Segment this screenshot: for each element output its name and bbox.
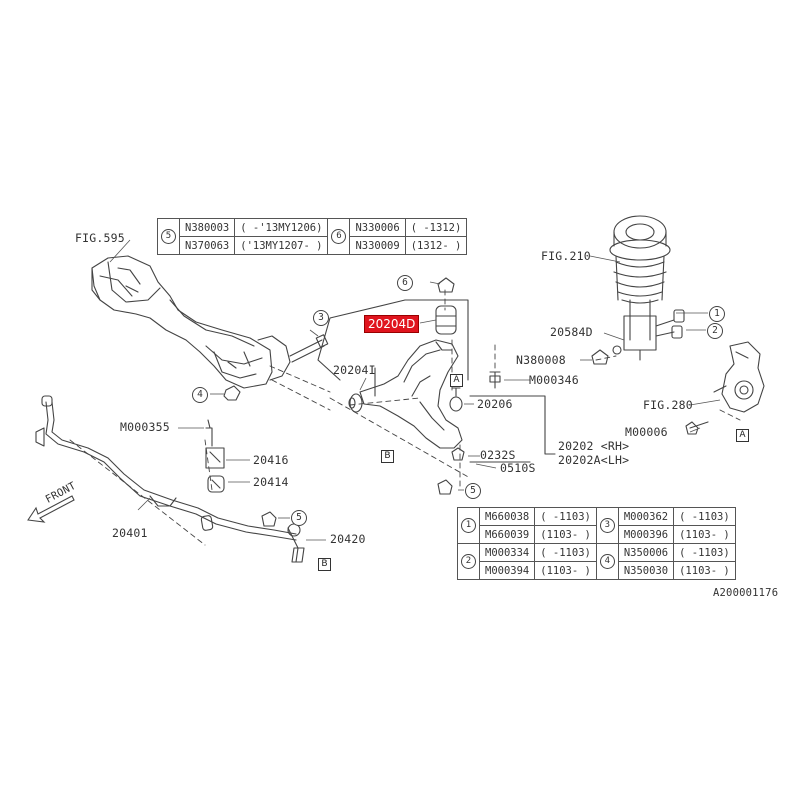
table-cell[interactable]: M000334: [478, 543, 536, 562]
table-cell[interactable]: N370063: [178, 236, 236, 255]
table-callout-5: 5: [161, 229, 176, 244]
label-N380008[interactable]: N380008: [516, 353, 566, 367]
table-cell[interactable]: M000396: [617, 525, 675, 544]
table-cell: (1312- ): [404, 236, 468, 255]
table-row: 2 M000334 ( -1103) 4 N350006 ( -1103): [457, 543, 736, 580]
table-callout-1: 1: [461, 518, 476, 533]
label-20204I[interactable]: 20204I: [333, 363, 376, 377]
label-fig210[interactable]: FIG.210: [541, 249, 591, 263]
callout-4[interactable]: 4: [192, 387, 208, 403]
table-bottom-supersession: 1 M660038 ( -1103) 3 M000362 ( -1103) M6…: [457, 507, 736, 580]
label-M00006[interactable]: M00006: [625, 425, 668, 439]
table-cell: (1103- ): [534, 561, 597, 580]
table-cell[interactable]: M660038: [478, 507, 536, 526]
label-fig595[interactable]: FIG.595: [75, 231, 125, 245]
control-arm-drawing: [348, 339, 463, 449]
table-row: 1 M660038 ( -1103) 3 M000362 ( -1103): [457, 507, 736, 544]
table-callout-3: 3: [599, 518, 615, 533]
table-cell: ( -1312): [404, 218, 468, 237]
ref-box-b-link: B: [318, 558, 331, 571]
ref-box-a-knuckle: A: [736, 429, 749, 442]
label-20206[interactable]: 20206: [477, 397, 513, 411]
table-cell: ( -1103): [673, 543, 736, 562]
label-20584D[interactable]: 20584D: [550, 325, 593, 339]
table-callout-2: 2: [461, 554, 476, 569]
table-cell: (1103- ): [534, 525, 597, 544]
label-20202A-lh[interactable]: 20202A<LH>: [558, 453, 630, 467]
label-20416[interactable]: 20416: [253, 453, 289, 467]
catalog-id: A200001176: [713, 587, 779, 599]
front-arrow: [27, 495, 75, 523]
label-0510S[interactable]: 0510S: [500, 461, 536, 475]
table-cell: ( -'13MY1206): [234, 218, 329, 237]
table-cell[interactable]: M660039: [478, 525, 536, 544]
strut-drawing: [591, 215, 685, 365]
callout-6[interactable]: 6: [397, 275, 413, 291]
callout-3[interactable]: 3: [313, 310, 329, 326]
table-cell[interactable]: N350006: [617, 543, 675, 562]
ref-box-b-arm: B: [381, 450, 394, 463]
table-row: M660039 (1103- ) M000396 (1103- ): [458, 525, 736, 544]
label-M000355[interactable]: M000355: [120, 420, 170, 434]
knuckle-drawing: [685, 341, 765, 435]
label-20420[interactable]: 20420: [330, 532, 366, 546]
table-cell[interactable]: N350030: [617, 561, 675, 580]
label-M000346[interactable]: M000346: [529, 373, 579, 387]
table-top-supersession: 5 N380003 ( -'13MY1206) 6 N330006 ( -131…: [157, 218, 468, 255]
table-row: N370063 ('13MY1207- ) N330009 (1312- ): [158, 236, 468, 255]
table-cell[interactable]: N330009: [349, 236, 406, 255]
label-fig280[interactable]: FIG.280: [643, 398, 693, 412]
table-callout-6: 6: [331, 229, 347, 244]
table-cell: (1103- ): [673, 561, 736, 580]
callout-5-link[interactable]: 5: [291, 510, 307, 526]
table-cell: ( -1103): [534, 507, 597, 526]
ref-box-a-arm: A: [450, 374, 463, 387]
table-cell[interactable]: M000362: [617, 507, 675, 526]
table-row: 5 N380003 ( -'13MY1206) 6 N330006 ( -131…: [157, 218, 468, 255]
callout-2[interactable]: 2: [707, 323, 723, 339]
callout-1[interactable]: 1: [709, 306, 725, 322]
table-cell: ( -1103): [534, 543, 597, 562]
table-cell: (1103- ): [673, 525, 736, 544]
table-row: M000394 (1103- ) N350030 (1103- ): [458, 561, 736, 580]
label-0232S[interactable]: 0232S: [480, 448, 516, 462]
table-cell[interactable]: N380003: [178, 218, 236, 237]
table-cell[interactable]: M000394: [478, 561, 536, 580]
table-cell: ( -1103): [673, 507, 736, 526]
table-cell: ('13MY1207- ): [234, 236, 329, 255]
label-20414[interactable]: 20414: [253, 475, 289, 489]
table-cell[interactable]: N330006: [349, 218, 406, 237]
crossmember-drawing: [91, 255, 291, 389]
table-callout-4: 4: [599, 554, 615, 569]
highlighted-part-20204D[interactable]: 20204D: [364, 315, 420, 333]
label-20401[interactable]: 20401: [112, 526, 148, 540]
callout-5-arm[interactable]: 5: [465, 483, 481, 499]
label-20202-rh[interactable]: 20202 <RH>: [558, 439, 630, 453]
stabilizer-bar-drawing: [35, 395, 297, 541]
